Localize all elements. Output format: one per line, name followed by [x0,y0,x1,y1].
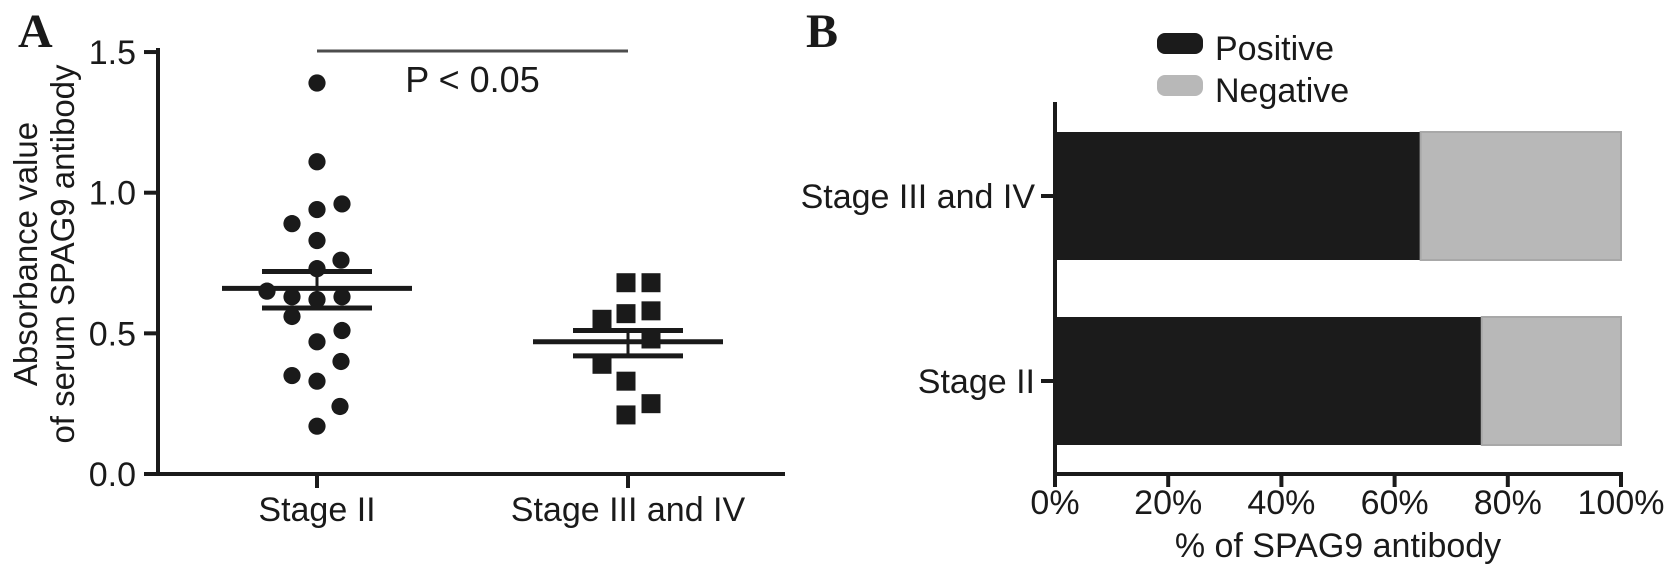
data-point-circle [308,372,326,390]
data-point-circle [308,200,326,219]
legend-label-negative: Negative [1215,72,1349,110]
panel-b-letter: B [806,5,839,58]
data-point-square [641,273,661,293]
data-point-square [616,273,636,293]
panel-b-x-tick-label: 60% [1361,484,1429,522]
data-point-square [592,309,612,329]
data-point-circle [308,231,326,250]
data-point-circle [308,153,326,171]
panel-a-y-tick-label: 1.5 [89,34,136,72]
panel-a-group-label: Stage II [258,491,375,529]
data-point-circle [308,333,326,351]
data-point-circle [333,195,351,213]
panel-b-x-tick-label: 80% [1474,484,1542,522]
bar-segment-positive [1055,317,1482,445]
data-point-square [641,394,661,414]
data-point-square [592,354,612,374]
significance-label: P < 0.05 [405,59,539,100]
panel-b-category-label: Stage II [918,363,1035,401]
panel-a-letter: A [18,5,53,58]
legend-swatch-negative [1157,75,1203,96]
panel-b-x-tick-label: 40% [1247,484,1315,522]
panel-b-x-tick-label: 100% [1578,484,1665,522]
data-point-circle [332,251,350,269]
data-point-square [641,301,661,321]
data-point-circle [283,307,301,326]
data-point-circle [331,397,349,416]
data-point-circle [308,417,326,435]
bar-segment-negative [1419,131,1622,261]
panel-a-y-tick-label: 1.0 [89,175,136,213]
panel-a-y-tick-label: 0.5 [89,315,136,353]
data-point-circle [283,288,301,306]
panel-b-x-tick-label: 20% [1134,484,1202,522]
legend-swatch-positive [1157,33,1203,54]
panel-a-group-label: Stage III and IV [511,491,746,529]
data-point-circle [333,288,351,306]
data-point-square [616,304,636,324]
bar-segment-positive [1055,132,1421,260]
data-point-circle [283,366,301,385]
panel-b-category-label: Stage III and IV [801,178,1036,216]
data-point-circle [332,352,350,371]
panel-b-x-axis-title: % of SPAG9 antibody [1175,527,1501,565]
data-point-circle [308,74,326,92]
bar-segment-negative [1480,316,1623,446]
panel-b-x-tick-label: 0% [1030,484,1079,522]
data-point-circle [283,215,301,233]
data-point-square [616,405,636,425]
legend-label-positive: Positive [1215,30,1334,68]
panel-a-y-tick-label: 0.0 [89,456,136,494]
data-point-circle [333,321,351,340]
data-point-square [616,371,636,391]
data-point-circle [258,282,276,300]
